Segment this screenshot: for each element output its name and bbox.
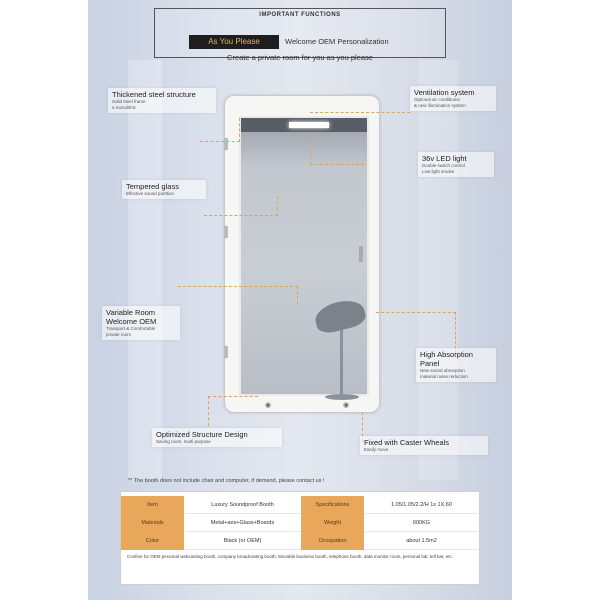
feature-title: Optimized Structure Design <box>156 430 248 439</box>
feature-label-ventilation: Ventilation system Optional air conditio… <box>410 86 496 111</box>
functions-label: IMPORTANT FUNCTIONS <box>259 12 341 18</box>
usage-text: Confine for OEM personal webcasting boot… <box>127 554 453 559</box>
led-light-icon <box>289 122 329 128</box>
feature-label-absorption-panel: High Absorption Panel New sound absorpti… <box>416 348 496 382</box>
lead-line-glass <box>204 196 278 216</box>
spec-value: Luxury Soundproof Booth <box>185 496 301 514</box>
feature-subtitle: New sound absorption material noise redu… <box>420 368 468 379</box>
spec-key: Occupation <box>301 532 365 550</box>
table-row: Item Luxury Soundproof Booth Specificati… <box>121 496 479 514</box>
table-row: Color Black (or OEM) Occupation about 1.… <box>121 532 479 550</box>
light-band-left <box>128 60 162 480</box>
caster-wheel-icon: ◉ <box>264 402 272 409</box>
hinge-icon <box>224 346 228 358</box>
disclaimer-note: ** The booth does not include chair and … <box>128 478 325 484</box>
feature-subtitle: Double switch control Low light smoke <box>422 163 465 174</box>
soundproof-booth-illustration: ◉ ◉ <box>224 95 380 413</box>
slogan-row: As You Please Welcome OEM Personalizatio… <box>189 35 449 49</box>
feature-subtitle: Solid steel frame a monolithic <box>112 99 146 110</box>
spec-key: Color <box>121 532 185 550</box>
spec-value: about 1.5m2 <box>365 532 479 550</box>
lead-line-ventilation <box>310 112 410 128</box>
feature-subtitle: Easily move <box>364 447 389 452</box>
feature-label-led-light: 36v LED light Double switch control Low … <box>418 152 494 177</box>
lead-line-variable <box>178 286 298 304</box>
feature-title: High Absorption Panel <box>420 350 473 368</box>
feature-title: Variable Room Welcome OEM <box>106 308 157 326</box>
feature-title: Thickened steel structure <box>112 90 196 99</box>
spec-key: Item <box>121 496 185 514</box>
caster-wheel-icon: ◉ <box>342 402 350 409</box>
feature-label-optimized-structure: Optimized Structure Design Saving room, … <box>152 428 282 447</box>
lead-line-structure <box>208 396 258 426</box>
stool-pole <box>340 330 343 396</box>
booth-ceiling <box>241 118 367 132</box>
spec-table: Item Luxury Soundproof Booth Specificati… <box>120 491 480 585</box>
glass-door <box>239 116 369 400</box>
feature-label-caster-wheels: Fixed with Caster Wheals Easily move <box>360 436 488 455</box>
lead-line-absorption <box>376 312 456 354</box>
feature-subtitle: Saving room, multi purpose <box>156 439 211 444</box>
lead-line-caster <box>362 412 376 442</box>
slogan-badge: As You Please <box>189 35 279 49</box>
hinge-icon <box>224 138 228 150</box>
lead-line-steel <box>200 118 240 142</box>
feature-subtitle: Optional air conditioner & new illuminat… <box>414 97 466 108</box>
feature-subtitle: Transport & Comfortable private room <box>106 326 156 337</box>
stool-icon <box>311 296 371 408</box>
stool-base <box>325 394 359 400</box>
product-sheet: IMPORTANT FUNCTIONS As You Please Welcom… <box>88 0 512 600</box>
spec-key: Weight <box>301 514 365 532</box>
door-handle-icon <box>359 246 363 262</box>
feature-title: Ventilation system <box>414 88 475 97</box>
feature-label-tempered-glass: Tempered glass Effective sound partition <box>122 180 206 199</box>
spec-value: 1.05/1.05/2.2/H 1x 1X.60 <box>365 496 479 514</box>
spec-value: Metal+aes+Glass+Boards <box>185 514 301 532</box>
feature-label-variable-room: Variable Room Welcome OEM Transport & Co… <box>102 306 180 340</box>
feature-subtitle: Effective sound partition <box>126 191 174 196</box>
light-band-right <box>418 60 458 480</box>
spec-value: Black (or OEM) <box>185 532 301 550</box>
tagline: Create a private room for you as you ple… <box>227 53 373 62</box>
spec-value: 600KG <box>365 514 479 532</box>
table-row: Materials Metal+aes+Glass+Boards Weight … <box>121 514 479 532</box>
functions-header-box: IMPORTANT FUNCTIONS As You Please Welcom… <box>154 8 449 62</box>
feature-title: 36v LED light <box>422 154 467 163</box>
feature-label-steel-structure: Thickened steel structure Solid steel fr… <box>108 88 216 113</box>
lead-line-led <box>310 135 364 165</box>
welcome-text: Welcome OEM Personalization <box>285 37 389 46</box>
feature-title: Fixed with Caster Wheals <box>364 438 450 447</box>
spec-key: Materials <box>121 514 185 532</box>
spec-key: Specifications <box>301 496 365 514</box>
feature-title: Tempered glass <box>126 182 179 191</box>
hinge-icon <box>224 226 228 238</box>
